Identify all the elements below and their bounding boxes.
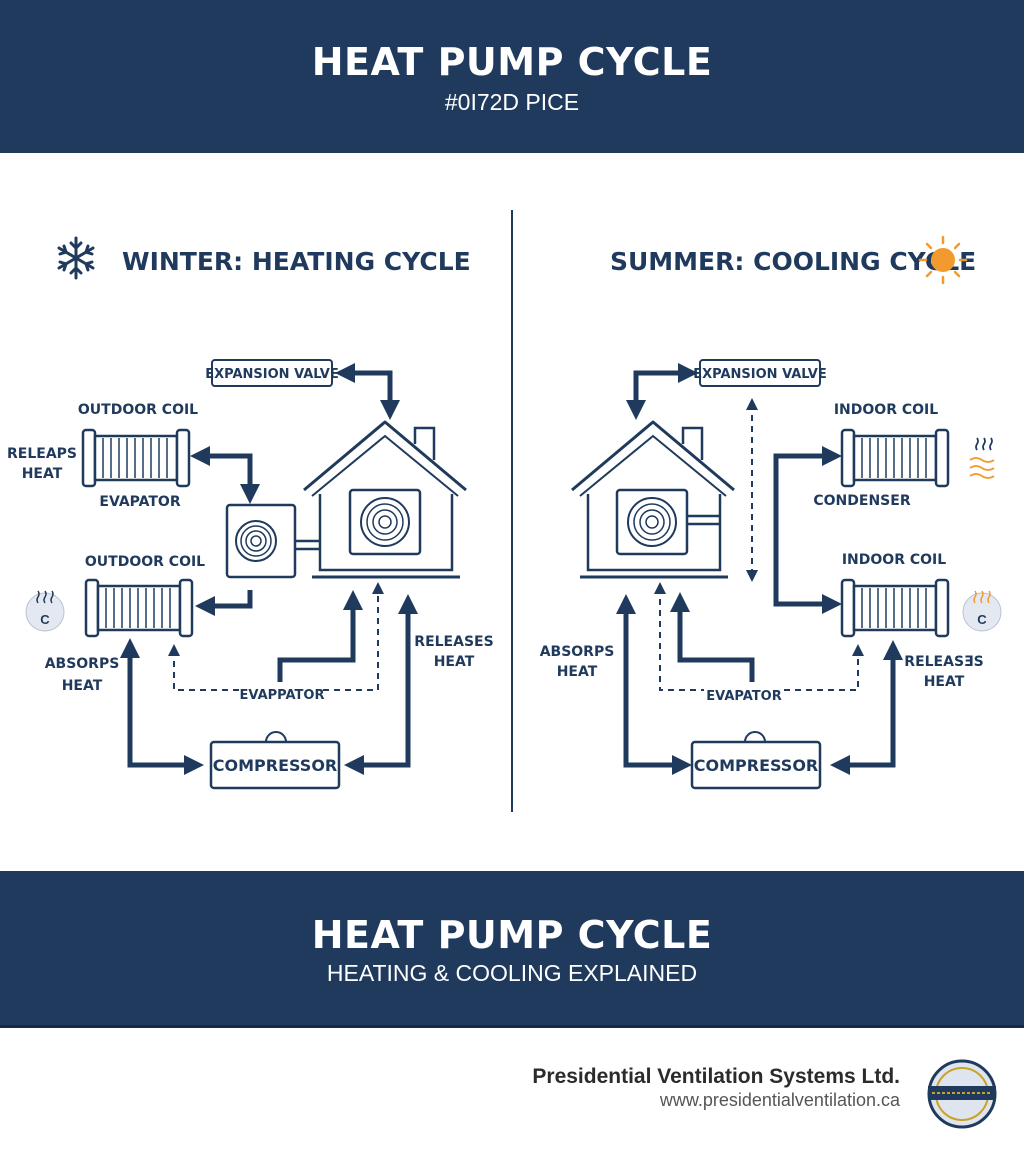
company-url[interactable]: www.presidentialventilation.ca xyxy=(659,1090,900,1110)
winter-center-riser-arrow xyxy=(277,590,363,682)
winter-house xyxy=(303,420,467,579)
winter-panel: WINTER: HEATING CYCLE EXPANSION VALVE OU… xyxy=(7,236,494,790)
winter-outdoor-coil-bottom xyxy=(84,578,194,638)
company-name: Presidential Ventilation Systems Ltd. xyxy=(532,1065,900,1088)
summer-releases-heat-label-2: HEAT xyxy=(924,674,965,690)
winter-valve-arrow xyxy=(335,363,400,420)
winter-outdoor-coil-top-label: OUTDOOR COIL xyxy=(78,402,198,418)
winter-compressor-cap xyxy=(265,731,287,743)
footer-band-subtitle: HEATING & COOLING EXPLAINED xyxy=(326,960,698,986)
winter-left-loop-arrow xyxy=(120,638,204,775)
company-seal-logo xyxy=(927,1059,997,1129)
winter-right-loop-arrow xyxy=(344,594,418,775)
winter-compressor-box xyxy=(209,740,341,790)
winter-coil-to-unit-arrow xyxy=(190,446,260,504)
summer-compressor-cap xyxy=(744,731,766,743)
winter-compressor-label: COMPRESSOR xyxy=(213,756,338,775)
summer-c-badge-label: C xyxy=(977,612,987,627)
winter-releases-right-label-1: RELEASES xyxy=(414,634,493,650)
summer-expansion-valve-label: EXPANSION VALVE xyxy=(693,367,827,382)
summer-left-loop-arrow xyxy=(616,594,692,775)
summer-compressor-label: COMPRESSOR xyxy=(694,756,819,775)
page-title: HEAT PUMP CYCLE xyxy=(311,40,713,84)
winter-outdoor-unit xyxy=(225,503,320,579)
winter-evaporator-bottom-label: EVAPPATOR xyxy=(240,688,325,703)
winter-c-badge-label: C xyxy=(40,612,50,627)
page-subtitle: #0I72D PICE xyxy=(444,89,580,115)
sun-icon xyxy=(918,235,968,285)
summer-valve-arrow xyxy=(626,363,698,420)
summer-c-badge: C xyxy=(962,590,1002,632)
winter-c-badge: C xyxy=(25,590,65,632)
winter-releases-right-label-2: HEAT xyxy=(434,654,475,670)
winter-absorbs-heat-label-1: ABSORPS xyxy=(45,656,120,672)
summer-indoor-coil-bottom-label: INDOOR COIL xyxy=(842,552,946,568)
winter-outdoor-coil-bottom-label: OUTDOOR COIL xyxy=(85,554,205,570)
summer-expansion-valve-box xyxy=(699,359,821,387)
summer-indoor-coil-top-label: INDOOR COIL xyxy=(834,402,938,418)
winter-absorbs-heat-label-2: HEAT xyxy=(62,678,103,694)
summer-house xyxy=(571,420,735,579)
winter-unit-to-coil-arrow xyxy=(195,590,253,616)
summer-panel: SUMMER: COOLING CYCLE EXPANSION VALVE xyxy=(540,235,1002,790)
summer-center-riser-arrow xyxy=(670,592,755,682)
footer-band-title: HEAT PUMP CYCLE xyxy=(311,913,713,957)
summer-indoor-coil-bottom xyxy=(840,578,950,638)
header-band: HEAT PUMP CYCLE #0I72D PICE xyxy=(0,0,1024,153)
winter-outdoor-coil-top xyxy=(81,428,191,488)
summer-releases-heat-label-1: RELEASƎS xyxy=(904,654,983,670)
summer-absorbs-heat-label-2: HEAT xyxy=(557,664,598,680)
summer-compressor-box xyxy=(690,740,822,790)
heat-waves-icon xyxy=(969,437,995,479)
summer-indoor-coil-top xyxy=(840,428,950,488)
winter-expansion-valve-label: EXPANSION VALVE xyxy=(205,367,339,382)
winter-evaporator-top-label: EVAPATOR xyxy=(99,494,180,510)
summer-right-return-arrow xyxy=(830,640,903,775)
summer-evaporator-label: EVAPATOR xyxy=(706,689,781,704)
footer-band: HEAT PUMP CYCLE HEATING & COOLING EXPLAI… xyxy=(0,871,1024,1028)
summer-right-loop-arrow xyxy=(773,446,842,614)
heat-pump-diagram: WINTER: HEATING CYCLE EXPANSION VALVE OU… xyxy=(7,210,1002,812)
summer-heading: SUMMER: COOLING CYCLE xyxy=(610,247,976,276)
snowflake-icon xyxy=(57,236,95,280)
winter-releases-heat-label-2: HEAT xyxy=(22,466,63,482)
winter-heading: WINTER: HEATING CYCLE xyxy=(122,247,471,276)
summer-absorbs-heat-label-1: ABSORPS xyxy=(540,644,615,660)
winter-releases-heat-label-1: RELEAPS xyxy=(7,446,77,462)
winter-dashed-flow xyxy=(174,588,378,691)
winter-expansion-valve-box xyxy=(211,359,333,387)
summer-condenser-label: CONDENSER xyxy=(813,493,910,509)
